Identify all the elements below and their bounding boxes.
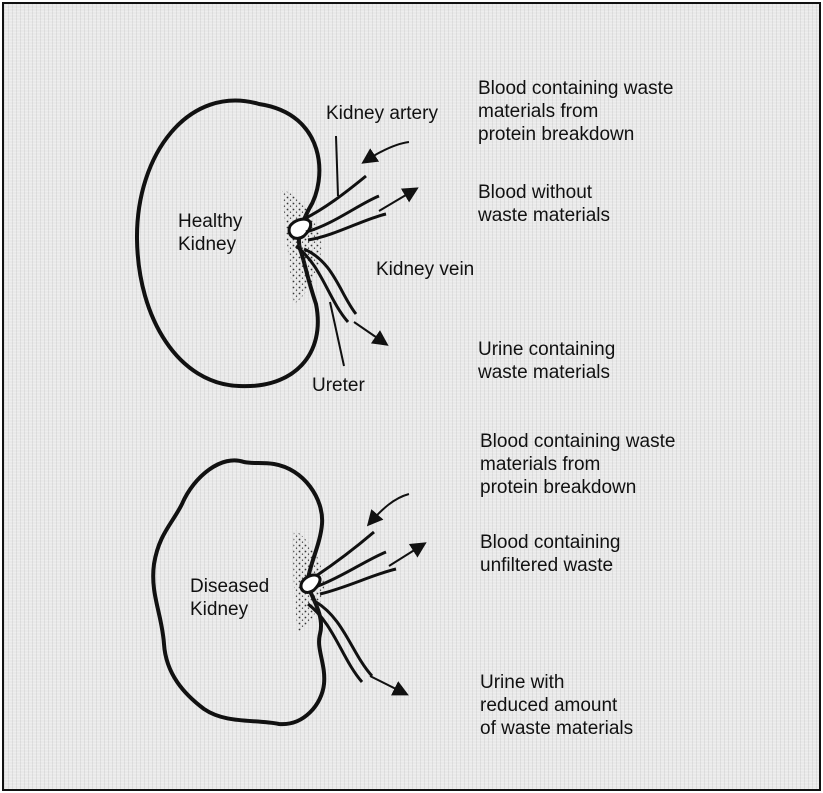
blood-out-arrow-diseased xyxy=(389,544,424,566)
healthy-blood-out-text: Blood without waste materials xyxy=(478,181,610,227)
diseased-blood-out-text: Blood containing unfiltered waste xyxy=(480,531,621,577)
text-line: Blood without xyxy=(478,181,610,204)
text-line: waste materials xyxy=(478,361,615,384)
diseased-urine-text: Urine with reduced amount of waste mater… xyxy=(480,671,633,740)
healthy-blood-in-text: Blood containing waste materials from pr… xyxy=(478,77,673,146)
urine-arrow-healthy xyxy=(354,322,386,344)
artery-pointer xyxy=(336,136,338,196)
text-line: reduced amount xyxy=(480,694,633,717)
text-line: Blood containing waste xyxy=(478,77,673,100)
text-line: Blood containing waste xyxy=(480,430,675,453)
healthy-urine-text: Urine containing waste materials xyxy=(478,338,615,384)
kidney-vein-label: Kidney vein xyxy=(376,258,474,281)
kidney-artery-label: Kidney artery xyxy=(326,102,438,125)
text-line: materials from xyxy=(480,453,675,476)
text-line: waste materials xyxy=(478,204,610,227)
blood-in-arrow-healthy xyxy=(364,142,409,162)
text-line: protein breakdown xyxy=(480,476,675,499)
text-line: protein breakdown xyxy=(478,123,673,146)
diseased-kidney-label-line: Diseased xyxy=(190,575,269,598)
ureter-label: Ureter xyxy=(312,374,365,397)
blood-in-arrow-diseased xyxy=(369,494,409,524)
healthy-hilum-stipple xyxy=(282,189,322,304)
healthy-kidney-label-line: Kidney xyxy=(178,233,242,256)
blood-out-arrow-healthy xyxy=(379,189,416,211)
healthy-kidney-label-line: Healthy xyxy=(178,210,242,233)
urine-arrow-diseased xyxy=(370,676,406,694)
diseased-blood-in-text: Blood containing waste materials from pr… xyxy=(480,430,675,499)
text-line: materials from xyxy=(478,100,673,123)
text-line: Urine containing xyxy=(478,338,615,361)
text-line: unfiltered waste xyxy=(480,554,621,577)
healthy-kidney-label: Healthy Kidney xyxy=(178,210,242,256)
diseased-kidney-label-line: Kidney xyxy=(190,598,269,621)
text-line: Blood containing xyxy=(480,531,621,554)
text-line: Urine with xyxy=(480,671,633,694)
text-line: of waste materials xyxy=(480,717,633,740)
diseased-kidney-label: Diseased Kidney xyxy=(190,575,269,621)
